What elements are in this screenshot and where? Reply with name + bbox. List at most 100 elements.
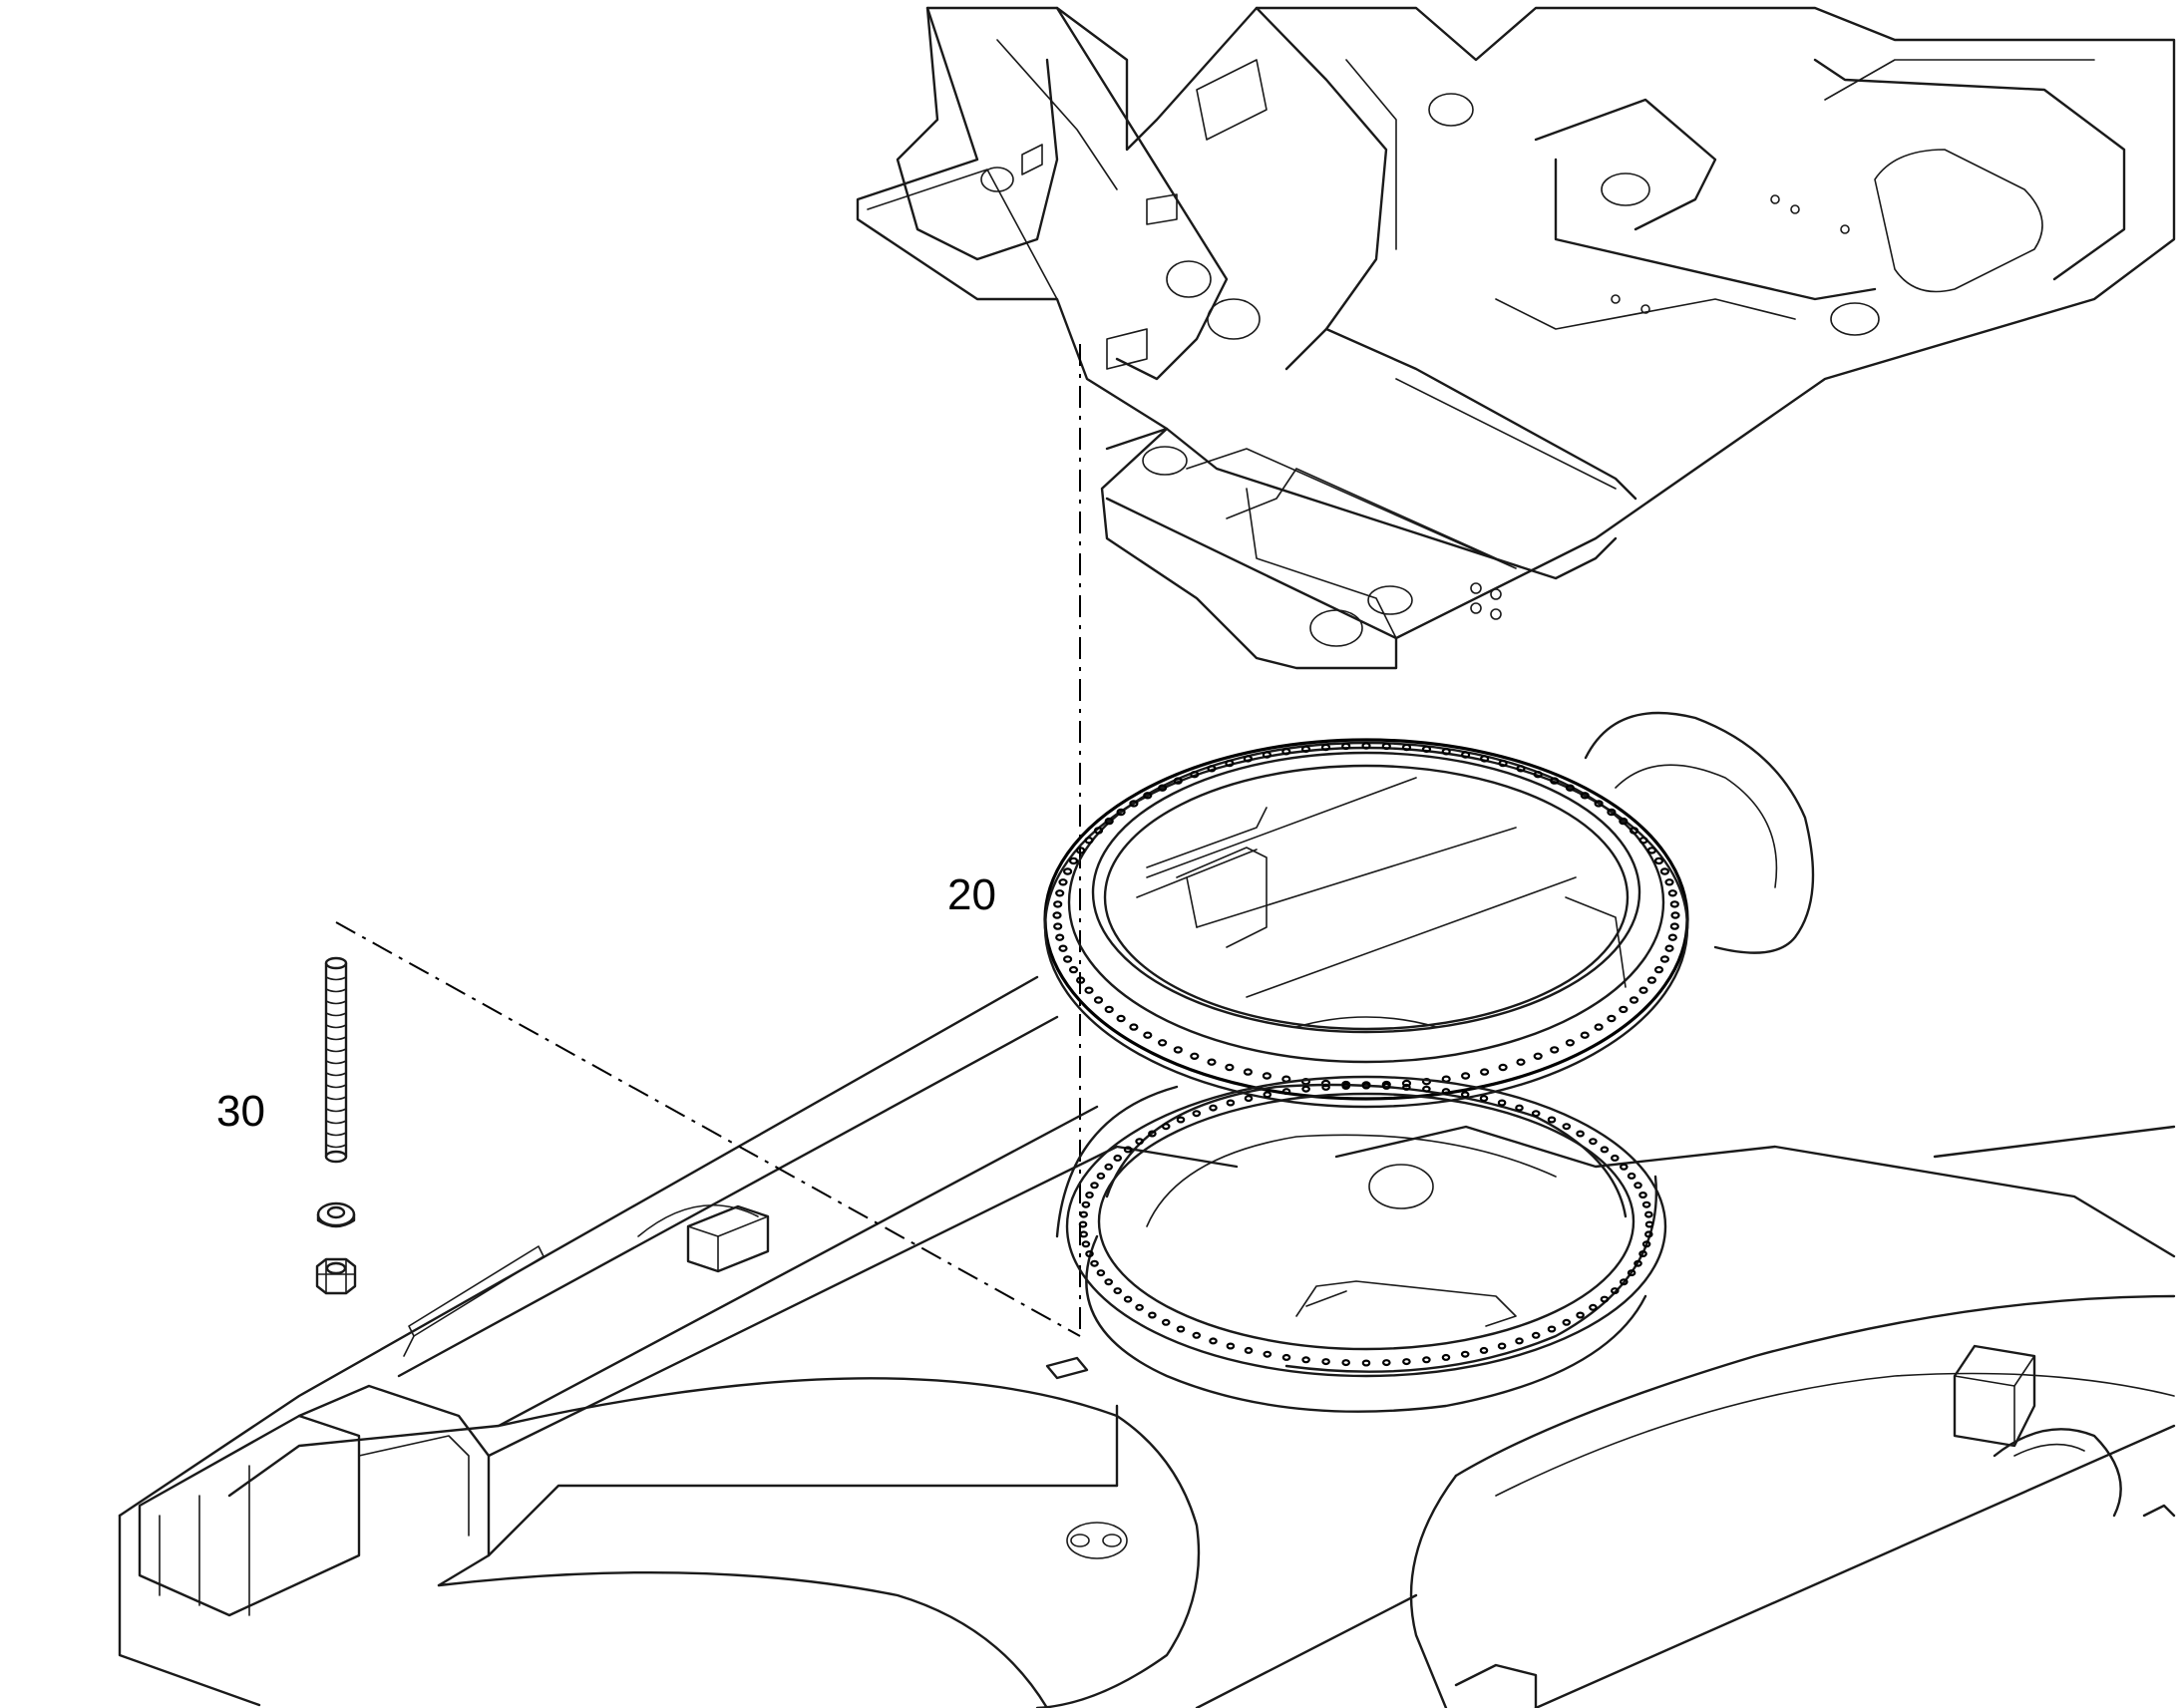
bolt-hole [1055, 933, 1065, 941]
bolt-hole [1143, 792, 1153, 800]
bolt-hole [1441, 1088, 1451, 1096]
thread-line [325, 1096, 347, 1101]
bolt-hole [1321, 1083, 1330, 1091]
bolt-hole [1123, 1295, 1133, 1303]
bolt-hole [1460, 751, 1471, 759]
bolt-hole [1381, 742, 1391, 751]
bolt-hole [1053, 900, 1063, 908]
bolt-hole [1225, 759, 1235, 768]
bolt-hole [1629, 996, 1639, 1004]
bolt-hole [1068, 856, 1079, 865]
stud-leader-line [335, 921, 1081, 1337]
bolt-hole [1497, 1099, 1507, 1107]
bolt-hole [1547, 1325, 1557, 1333]
bolt-hole [1243, 1068, 1254, 1076]
bolt-hole [1079, 1210, 1089, 1218]
bolt-hole [1093, 996, 1104, 1004]
bolt-hole [1580, 1031, 1590, 1039]
thread-line [325, 1024, 347, 1029]
thread-line [325, 1048, 347, 1053]
thread-line [325, 1012, 347, 1017]
bolt-hole [1281, 748, 1291, 756]
bolt-hole [1659, 867, 1670, 875]
bolt-hole [1300, 745, 1311, 754]
bolt-hole [1576, 1311, 1585, 1319]
bolt-hole [1653, 856, 1664, 865]
bolt-hole [1135, 1138, 1144, 1146]
thread-line [325, 1072, 347, 1077]
bolt-hole [1190, 1052, 1200, 1061]
bolt-hole [1479, 1095, 1489, 1103]
bolt-hole [1192, 1331, 1202, 1339]
bolt-hole [1176, 1325, 1186, 1333]
bolt-hole [1075, 847, 1086, 854]
bolt-hole [1244, 1346, 1254, 1354]
bolt-hole [1104, 1163, 1114, 1171]
bolt-hole [1161, 1123, 1171, 1131]
bolt-hole [1123, 1146, 1133, 1154]
bolt-hole [1607, 808, 1617, 817]
bolt-hole [1664, 878, 1674, 886]
bolt-hole [1638, 837, 1648, 845]
bolt-hole [1190, 771, 1200, 779]
bolt-hole [1129, 1023, 1139, 1031]
bolt-hole [1644, 1210, 1653, 1218]
bolt-hole [1460, 1091, 1470, 1099]
bolt-hole [1589, 1303, 1598, 1311]
bolt-hole [1498, 1063, 1508, 1072]
bolt-hole [1402, 1358, 1411, 1366]
bolt-hole [1401, 743, 1412, 752]
bolt-hole [1113, 1287, 1123, 1295]
bolt-hole [1281, 1353, 1291, 1361]
bolt-hole [1670, 911, 1680, 919]
bolt-hole [1550, 777, 1560, 785]
bolt-hole [1669, 900, 1679, 908]
thread-line [325, 1060, 347, 1065]
bolt-hole [1209, 1104, 1218, 1112]
thread-line [325, 988, 347, 993]
bolt-hole [1644, 1230, 1653, 1238]
base-ring-bolt-holes [1078, 1082, 1654, 1367]
bolt-hole [1562, 1318, 1572, 1326]
bolt-hole [1116, 1014, 1126, 1023]
bolt-hole [1084, 986, 1094, 994]
bolt-hole [1515, 1104, 1524, 1112]
thread-line [325, 976, 347, 981]
thread-line [325, 1108, 347, 1113]
bolt-hole [1078, 1220, 1088, 1228]
bolt-hole [1075, 976, 1086, 984]
bolt-hole [1594, 1023, 1604, 1031]
bolt-hole [1607, 1014, 1617, 1023]
bolt-hole [1611, 1287, 1620, 1295]
bolt-hole [1634, 1259, 1642, 1267]
bolt-hole [1646, 976, 1657, 984]
bolt-hole [1361, 1359, 1371, 1367]
bolt-hole [1243, 755, 1254, 763]
bolt-hole [1641, 1200, 1651, 1208]
bolt-hole [1600, 1146, 1610, 1154]
callout-30: 30 [216, 1087, 265, 1136]
bolt-hole [1565, 784, 1576, 792]
bolt-hole [1646, 847, 1657, 854]
bolt-hole [1460, 1072, 1471, 1080]
bolt-hole [1192, 1110, 1202, 1118]
bolt-hole [1058, 944, 1068, 952]
bolt-hole [1093, 827, 1104, 835]
bolt-hole [1176, 1116, 1186, 1124]
bolt-hole [1515, 1337, 1524, 1345]
bolt-hole [1301, 1356, 1310, 1364]
bolt-hole [1479, 1068, 1490, 1076]
bolt-hole [1084, 837, 1094, 845]
bolt-hole [1079, 1230, 1089, 1238]
bolt-hole [1085, 1191, 1094, 1198]
lower-carbody [118, 975, 2176, 1708]
bolt-hole [1341, 1082, 1351, 1090]
bolt-hole [1611, 1154, 1620, 1162]
bolt-hole [1207, 765, 1217, 773]
bolt-hole [1361, 1082, 1371, 1090]
bolt-hole [1669, 922, 1679, 930]
bolt-hole [1580, 792, 1590, 800]
bolt-hole [1143, 1031, 1153, 1039]
bolt-hole [1638, 1249, 1647, 1257]
